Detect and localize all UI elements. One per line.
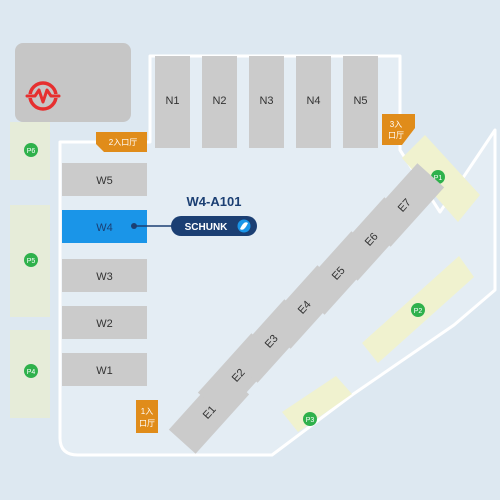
entrance-2-label: 2入口厅	[109, 138, 137, 147]
hall-n5[interactable]: N5	[343, 56, 378, 148]
hall-w4[interactable]: W4	[62, 210, 147, 243]
entrance-1-label-line2: 口厅	[139, 419, 155, 428]
entrance-1[interactable]: 1入 口厅	[136, 400, 158, 433]
parking-p2-label: P2	[414, 308, 423, 315]
hall-n1[interactable]: N1	[155, 56, 190, 148]
parking-area-p3[interactable]: P3	[282, 376, 352, 432]
entrance-2[interactable]: 2入口厅	[96, 132, 147, 152]
parking-p5-icon	[24, 253, 38, 267]
hall-n4[interactable]: N4	[296, 56, 331, 148]
entrance-3-label-line1: 3入	[390, 120, 402, 129]
hall-w1-label: W1	[96, 365, 113, 377]
hall-n1-label: N1	[165, 95, 179, 107]
hall-n5-label: N5	[353, 95, 367, 107]
parking-p6-label: P6	[27, 148, 36, 155]
hall-w2[interactable]: W2	[62, 306, 147, 339]
parking-p4-icon	[24, 364, 38, 378]
parking-p1-label: P1	[434, 175, 443, 182]
entrance-3-label-line2: 口厅	[388, 131, 404, 140]
hall-w3[interactable]: W3	[62, 259, 147, 292]
hall-n3-label: N3	[259, 95, 273, 107]
entrance-1-label-line1: 1入	[141, 407, 153, 416]
hall-w5-label: W5	[96, 175, 113, 187]
parking-p4-label: P4	[27, 369, 36, 376]
hall-w4-label: W4	[96, 222, 113, 234]
metro-logo-icon	[25, 81, 61, 111]
parking-area-p2[interactable]: P2	[362, 256, 474, 363]
parking-p6-icon	[24, 143, 38, 157]
parking-area-p5[interactable]: P5	[10, 205, 50, 317]
hall-w1[interactable]: W1	[62, 353, 147, 386]
exhibitor-logo-text: SCHUNK	[185, 222, 229, 233]
hall-n4-label: N4	[306, 95, 320, 107]
booth-callout[interactable]: W4-A101 SCHUNK	[131, 194, 257, 236]
parking-p3-icon	[303, 412, 317, 426]
hall-e7[interactable]: E7	[363, 163, 445, 247]
metro-station[interactable]	[15, 43, 131, 122]
parking-p5-label: P5	[27, 258, 36, 265]
parking-p3-label: P3	[306, 417, 315, 424]
hall-w5[interactable]: W5	[62, 163, 147, 196]
hall-w3-label: W3	[96, 271, 113, 283]
hall-w2-label: W2	[96, 318, 113, 330]
exhibitor-logo-badge	[171, 216, 257, 236]
swirl-icon	[237, 219, 251, 233]
parking-p2-icon	[411, 303, 425, 317]
hall-n2-label: N2	[212, 95, 226, 107]
booth-code: W4-A101	[187, 194, 242, 209]
parking-area-p4[interactable]: P4	[10, 330, 50, 418]
parking-area-p6[interactable]: P6	[10, 122, 50, 180]
entrance-3[interactable]: 3入 口厅	[382, 114, 415, 145]
hall-n2[interactable]: N2	[202, 56, 237, 148]
hall-n3[interactable]: N3	[249, 56, 284, 148]
